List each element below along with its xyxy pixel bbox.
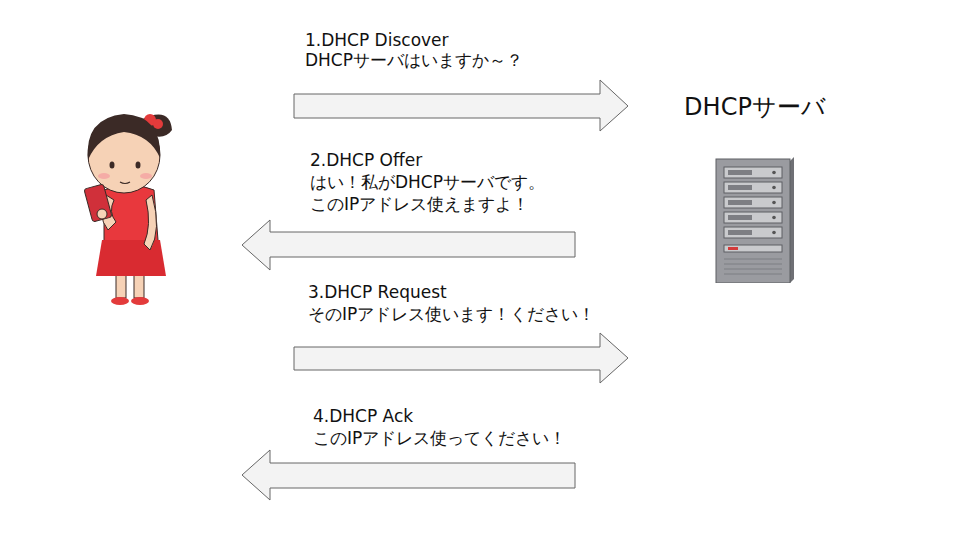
message-label: そのIPアドレス使います！ください！ [308,304,595,324]
block-arrow [242,450,575,500]
message-label: 4.DHCP Ack [313,406,413,426]
message-label: このIPアドレス使えますよ！ [310,194,529,214]
message-label: 1.DHCP Discover [305,30,449,50]
block-arrow [242,220,575,270]
server-heading: DHCPサーバ [680,92,830,122]
block-arrow [294,333,628,383]
message-label: DHCPサーバはいますか～？ [305,50,523,70]
girl-illustration [84,114,172,305]
server-node: DHCPサーバ [680,92,830,287]
message-label: 3.DHCP Request [308,282,447,302]
message-label: このIPアドレス使ってください！ [313,428,566,448]
message-label: 2.DHCP Offer [310,150,422,170]
server-icon [714,157,796,283]
block-arrow [294,80,628,131]
message-label: はい！私がDHCPサーバです。 [310,172,545,192]
